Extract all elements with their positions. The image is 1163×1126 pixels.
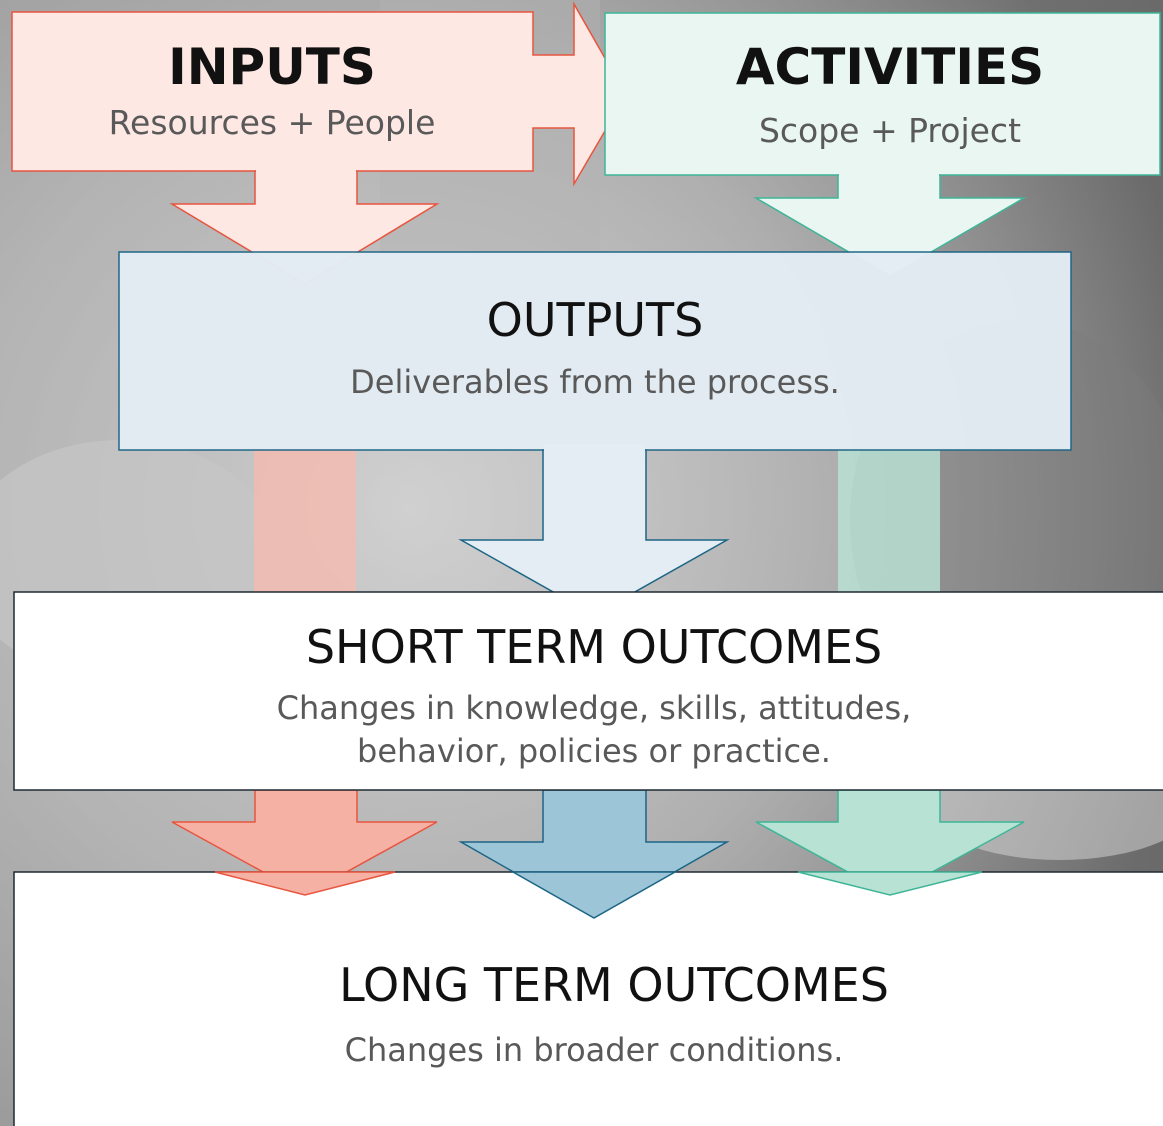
activities-title: ACTIVITIES [736, 38, 1044, 96]
inputs-flow-shaft [254, 450, 356, 595]
inputs-arrow-tip [214, 871, 396, 896]
short-term-subtitle-line1: Changes in knowledge, skills, attitudes, [277, 689, 912, 727]
outputs-box [118, 251, 1072, 451]
outputs-to-short-term-arrow [458, 449, 730, 616]
activities-flow-shaft [838, 450, 940, 595]
short-term-outcomes-box [13, 591, 1163, 791]
short-term-subtitle-line2: behavior, policies or practice. [357, 732, 831, 770]
activities-arrow-tip [797, 871, 983, 896]
activities-down-arrow [755, 789, 1025, 896]
long-term-title: LONG TERM OUTCOMES [339, 958, 889, 1012]
outputs-subtitle: Deliverables from the process. [350, 363, 840, 401]
inputs-arrow [11, 1, 627, 187]
outputs-title: OUTPUTS [487, 293, 704, 347]
outputs-arrow-tip [510, 871, 678, 919]
short-term-title: SHORT TERM OUTCOMES [306, 620, 882, 674]
inputs-to-outputs-arrow [169, 170, 440, 285]
activities-subtitle: Scope + Project [759, 111, 1021, 150]
inputs-down-arrow [171, 789, 438, 896]
long-term-subtitle: Changes in broader conditions. [345, 1031, 844, 1069]
inputs-subtitle: Resources + People [109, 103, 436, 142]
activities-to-outputs-arrow [753, 174, 1027, 277]
inputs-title: INPUTS [168, 38, 376, 96]
